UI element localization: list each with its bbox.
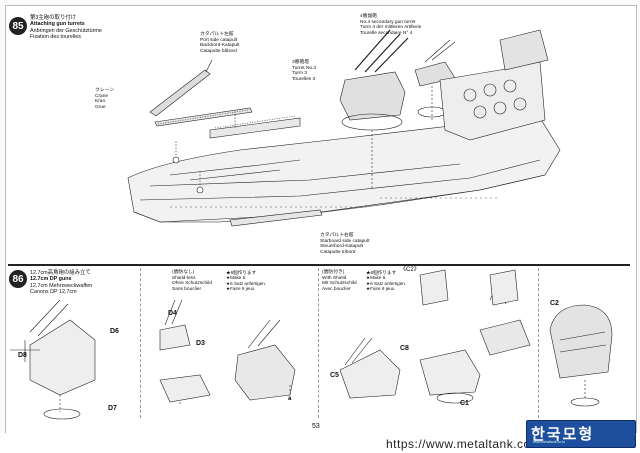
make6-b-en: ★Make 6. bbox=[366, 275, 387, 281]
step85-title: 第3主砲の取り付け Attaching gun turrets Anbringe… bbox=[30, 15, 102, 41]
make6-note-b: ★6個作ります ★Make 6. ★6 Satz anfertigen. ★Fa… bbox=[366, 270, 406, 292]
separator-3 bbox=[538, 268, 539, 418]
withshield-en: With Shield bbox=[322, 275, 347, 281]
step86-title-de: 12,7cm Mehrzweckwaffen bbox=[30, 282, 93, 289]
separator-1 bbox=[140, 268, 141, 418]
turret3-de: Turm 3 bbox=[292, 71, 308, 77]
withshield-label: (盾防付き) With Shield Mit Schutzschild Avec… bbox=[322, 270, 357, 292]
part-d7: D7 bbox=[108, 405, 117, 412]
crane-label-de: Kran bbox=[95, 99, 106, 105]
withshield-de: Mit Schutzschild bbox=[322, 281, 357, 287]
port-catapult-jp: カタパルト左舷 bbox=[200, 32, 234, 37]
secondary4-jp: 4番副砲 bbox=[360, 14, 378, 19]
make6-a-fr: ★Faire 6 jeux. bbox=[226, 286, 256, 292]
separator-2 bbox=[318, 268, 319, 418]
step86-title-en: 12.7cm DP guns bbox=[30, 276, 72, 283]
step85-title-de: Anbringen der Geschütztürme bbox=[30, 27, 102, 34]
turret3-jp: 3番砲塔 bbox=[292, 60, 310, 65]
part-c1: C1 bbox=[460, 400, 469, 407]
step86-title-fr: Canons DP 12,7cm bbox=[30, 289, 77, 296]
part-d3: D3 bbox=[196, 340, 205, 347]
crane-label-en: Crane bbox=[95, 93, 109, 99]
secondary4-en: No.4 secondary gun turret bbox=[360, 19, 416, 25]
step86-title: 12.7cm高角砲の組み立て 12.7cm DP guns 12,7cm Meh… bbox=[30, 270, 92, 296]
step-divider bbox=[8, 264, 630, 266]
step85-title-jp: 第3主砲の取り付け bbox=[30, 15, 77, 21]
step85-title-fr: Fixation des tourelles bbox=[30, 34, 81, 41]
part-c5: C5 bbox=[330, 372, 339, 379]
make6-a-jp: ★6個作ります bbox=[226, 270, 257, 275]
make6-note-a: ★6個作ります ★Make 6. ★6 Satz anfertigen. ★Fa… bbox=[226, 270, 266, 292]
part-a: a bbox=[288, 396, 292, 402]
part-d6: D6 bbox=[110, 328, 119, 335]
page-number: 53 bbox=[312, 423, 320, 430]
watermark-bar bbox=[0, 433, 640, 453]
logo-subtext: www.metaltank.co.kr bbox=[533, 440, 566, 444]
shieldless-de: Ohne Schutzschild bbox=[172, 281, 212, 287]
shieldless-label: (盾防なし) Shield-less Ohne Schutzschild San… bbox=[172, 270, 212, 292]
secondary4-label: 4番副砲 No.4 secondary gun turret Turm 4 de… bbox=[360, 14, 421, 36]
turret3-en: Turret No.3 bbox=[292, 65, 317, 71]
port-catapult-en: Port side catapult bbox=[200, 37, 238, 43]
shieldless-en: Shield-less bbox=[172, 275, 196, 281]
secondary4-de: Turm 4 der mittleren Artillerie bbox=[360, 25, 422, 31]
port-catapult-label: カタパルト左舷 Port side catapult Backbord-Kata… bbox=[200, 32, 239, 54]
crane-label: クレーン Crane Kran Grue bbox=[95, 88, 114, 110]
part-d4: D4 bbox=[168, 310, 177, 317]
watermark-url[interactable]: https://www.metaltank.co.kr bbox=[386, 437, 546, 451]
make6-a-de: ★6 Satz anfertigen. bbox=[226, 280, 267, 286]
make6-b-jp: ★6個作ります bbox=[366, 270, 397, 275]
starboard-catapult-fr: Catapulte tribord bbox=[320, 249, 356, 255]
c2-box-label: 《C2》 bbox=[400, 267, 420, 273]
part-d8: D8 bbox=[18, 352, 27, 359]
secondary4-fr: Tourelle secondaire N° 4 bbox=[360, 30, 413, 36]
logo-text: 한국모형 bbox=[531, 425, 595, 443]
withshield-fr: Avec bouclier bbox=[322, 286, 351, 292]
shieldless-jp: (盾防なし) bbox=[172, 270, 195, 275]
step-number-86: 86 bbox=[9, 270, 27, 288]
step86-title-jp: 12.7cm高角砲の組み立て bbox=[30, 270, 91, 276]
step85-title-en: Attaching gun turrets bbox=[30, 21, 85, 28]
crane-label-fr: Grue bbox=[95, 104, 106, 110]
part-c2: C2 bbox=[550, 300, 559, 307]
starboard-catapult-de: Steuerbord-Katapult bbox=[320, 244, 363, 250]
starboard-catapult-jp: カタパルト右舷 bbox=[320, 233, 354, 238]
turret3-fr: Tourelles 3 bbox=[292, 76, 316, 82]
make6-b-fr: ★Faire 6 jeux. bbox=[366, 286, 396, 292]
withshield-jp: (盾防付き) bbox=[322, 270, 345, 275]
make6-a-en: ★Make 6. bbox=[226, 275, 247, 281]
shieldless-fr: Sans bouclier bbox=[172, 286, 202, 292]
turret3-label: 3番砲塔 Turret No.3 Turm 3 Tourelles 3 bbox=[292, 60, 316, 82]
port-catapult-de: Backbord-Katapult bbox=[200, 43, 240, 49]
starboard-catapult-en: Starboard side catapult bbox=[320, 238, 370, 244]
part-c8: C8 bbox=[400, 345, 409, 352]
port-catapult-fr: Catapulte bâbord bbox=[200, 48, 237, 54]
crane-label-jp: クレーン bbox=[95, 88, 114, 93]
step-number-85: 85 bbox=[9, 17, 27, 35]
site-logo: 한국모형 www.metaltank.co.kr bbox=[526, 420, 636, 448]
make6-b-de: ★6 Satz anfertigen. bbox=[366, 280, 407, 286]
starboard-catapult-label: カタパルト右舷 Starboard side catapult Steuerbo… bbox=[320, 233, 369, 255]
